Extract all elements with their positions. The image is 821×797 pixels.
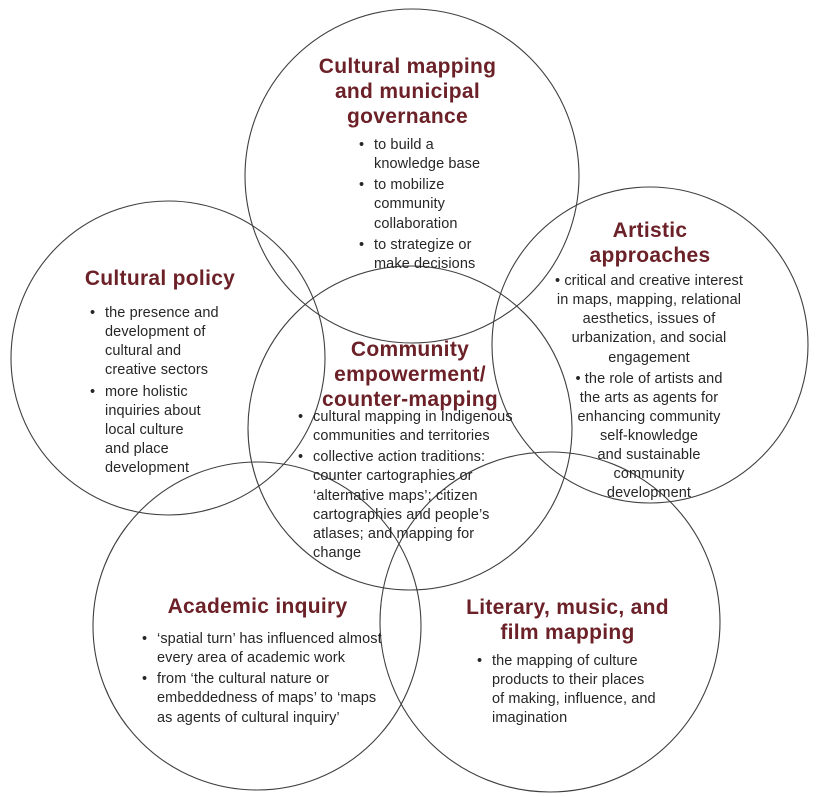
bullet-item: to build a knowledge base <box>357 136 522 174</box>
bullet-item: cultural mapping in Indigenous communiti… <box>296 408 521 446</box>
section-title: Academic inquiry <box>167 595 348 618</box>
section-artistic-approaches: Artistic approaches <box>545 218 755 268</box>
section-academic-inquiry-bullets: ‘spatial turn’ has influenced almost eve… <box>140 630 395 730</box>
section-cultural-mapping-governance-bullets: to build a knowledge base to mobilize co… <box>357 136 522 276</box>
section-community-empowerment: Community empowerment/ counter-mapping <box>285 337 535 413</box>
bullet-item: ‘spatial turn’ has influenced almost eve… <box>140 630 395 668</box>
section-title: Artistic approaches <box>589 219 711 268</box>
bullet-item: the mapping of culture products to their… <box>475 652 675 729</box>
section-literary-music-film: Literary, music, and film mapping <box>455 595 680 645</box>
section-cultural-mapping-governance: Cultural mapping and municipal governanc… <box>280 54 535 130</box>
section-academic-inquiry: Academic inquiry <box>130 594 385 619</box>
section-title: Community empowerment/ counter-mapping <box>322 338 498 412</box>
section-title: Cultural mapping and municipal governanc… <box>318 55 497 129</box>
section-title: Cultural policy <box>84 267 236 290</box>
section-cultural-policy: Cultural policy <box>55 266 265 291</box>
section-community-empowerment-bullets: cultural mapping in Indigenous communiti… <box>296 408 521 565</box>
bullet-item: to mobilize community collaboration <box>357 176 522 233</box>
bullet-item: more holistic inquiries about local cult… <box>88 383 263 479</box>
bullet-item: critical and creative interest in maps, … <box>533 272 765 368</box>
section-cultural-policy-bullets: the presence and development of cultural… <box>88 304 263 480</box>
bullet-item: the presence and development of cultural… <box>88 304 263 381</box>
bullet-item: from ‘the cultural nature or embeddednes… <box>140 670 395 727</box>
bullet-item: the role of artists and the arts as agen… <box>533 370 765 504</box>
section-literary-music-film-bullets: the mapping of culture products to their… <box>475 652 675 731</box>
bullet-item: collective action traditions: counter ca… <box>296 448 521 563</box>
section-artistic-approaches-bullets: critical and creative interest in maps, … <box>533 272 765 506</box>
section-title: Literary, music, and film mapping <box>466 596 669 645</box>
bullet-item: to strategize or make decisions <box>357 236 522 274</box>
circle-cultural-mapping-governance <box>244 8 580 344</box>
circle-cultural-policy <box>10 200 326 516</box>
